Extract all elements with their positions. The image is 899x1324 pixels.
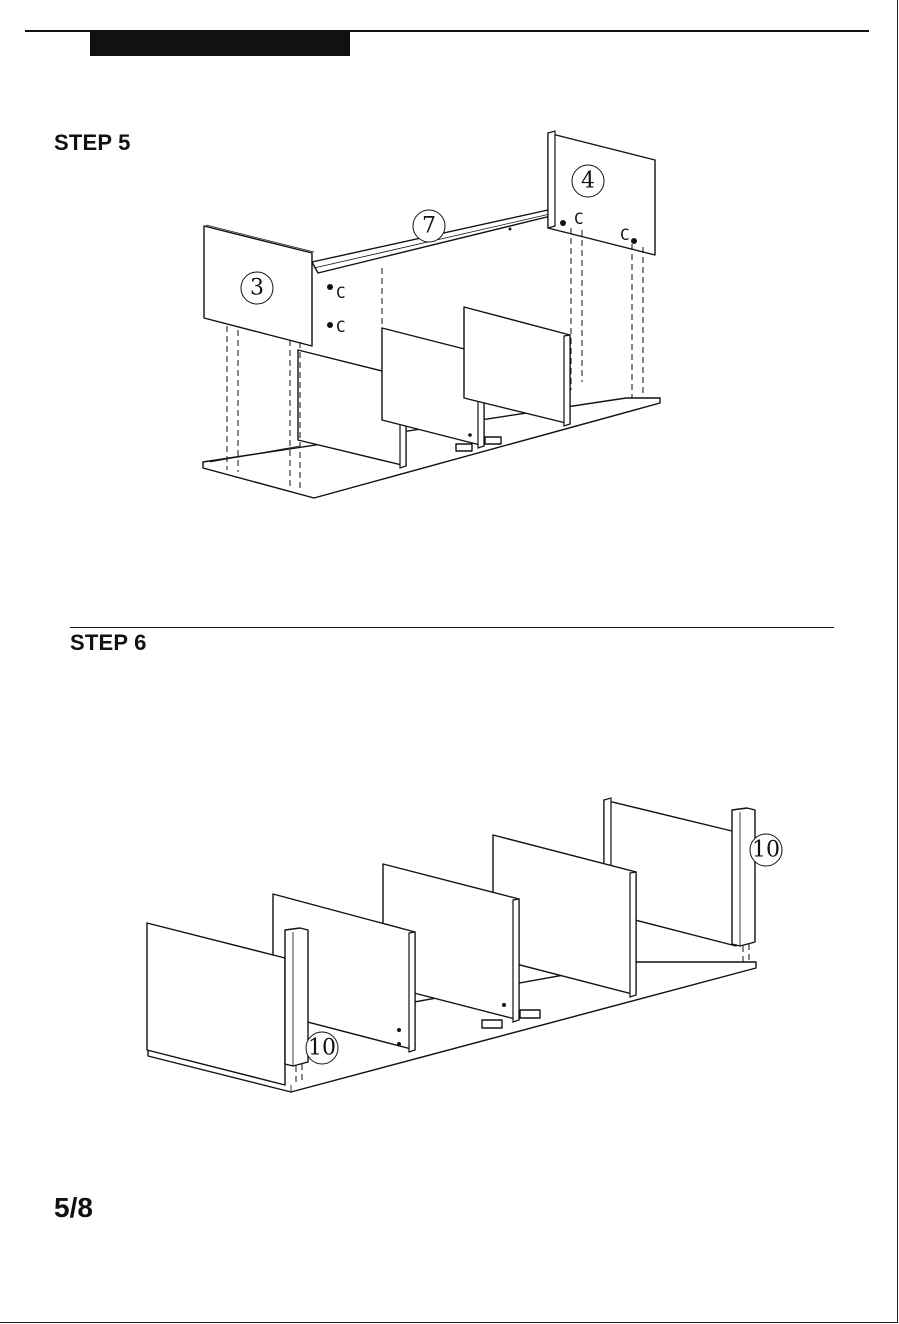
callout-4-label: 4: [581, 169, 595, 194]
callout-10-right-label: 10: [752, 838, 780, 863]
callout-10-left-label: 10: [308, 1036, 336, 1061]
callout-10-right: 10: [750, 834, 782, 866]
step-6-rule: [70, 627, 834, 628]
hardware-c-label-3: C: [574, 209, 584, 228]
hardware-c-label-1: C: [336, 283, 346, 302]
callout-7: 7: [413, 210, 445, 242]
step-6-annotations: 10 10: [0, 780, 899, 1180]
callout-3-label: 3: [250, 276, 264, 301]
hardware-c-label-2: C: [336, 317, 346, 336]
hardware-c-label-4: C: [620, 225, 630, 244]
step-5-annotations: 3 4 7 C C C C: [0, 0, 899, 520]
callout-10-left: 10: [306, 1032, 338, 1064]
callout-3: 3: [241, 272, 273, 304]
callout-4: 4: [572, 165, 604, 197]
callout-7-label: 7: [422, 214, 436, 239]
step-6-title: STEP 6: [70, 630, 147, 656]
page-number: 5/8: [54, 1192, 93, 1224]
